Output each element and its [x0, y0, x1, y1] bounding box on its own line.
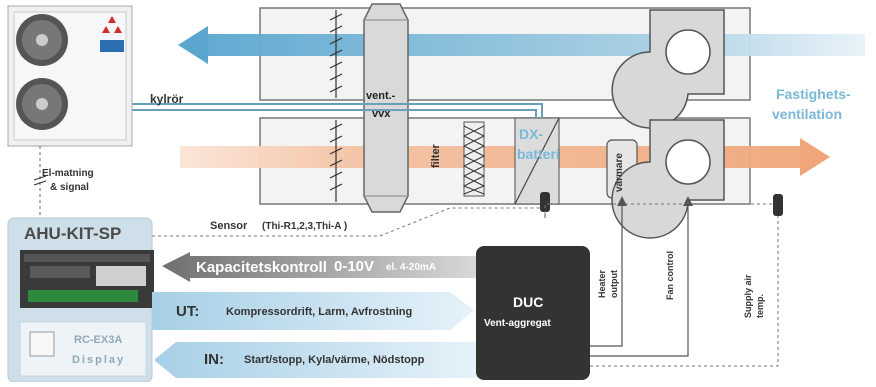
supply-fan: [611, 119, 725, 239]
heater-label: värmare: [614, 153, 625, 192]
sensor-line: [152, 207, 540, 237]
outdoor-unit: [7, 5, 133, 147]
display-model: RC-EX3A: [74, 334, 123, 346]
in-prefix: IN:: [204, 351, 224, 368]
supply-temp-sensor-icon: [773, 194, 783, 216]
sensor-label: Sensor: [210, 220, 248, 232]
duc-subtitle: Vent-aggregat: [484, 318, 551, 329]
dx-coil: [514, 117, 560, 205]
display-label: Display: [72, 354, 126, 366]
out-text: Kompressordrift, Larm, Avfrostning: [226, 306, 413, 318]
sensor-detail: (Thi-R1,2,3,Thi-A ): [262, 221, 348, 232]
kit-title: AHU-KIT-SP: [24, 224, 122, 243]
filter-label: filter: [430, 144, 442, 168]
duc-output-lines: [590, 200, 689, 357]
sensor-probe-icon: [540, 192, 550, 212]
heater-output-label: Heater output: [597, 269, 619, 298]
dx-label-line2: batteri: [517, 146, 560, 162]
display-screen-icon: [29, 331, 55, 357]
pipe-label: kylrör: [150, 92, 184, 106]
building-vent-line2: ventilation: [772, 106, 843, 122]
supply-temp-label: Supply air temp.: [743, 274, 765, 318]
out-signal-arrow: [152, 292, 474, 330]
exhaust-fan: [611, 9, 725, 129]
capacity-alt: el. 4-20mA: [386, 262, 437, 273]
power-label-line1: El-matning: [42, 168, 94, 179]
kit-controller-board: [20, 250, 154, 308]
in-text: Start/stopp, Kyla/värme, Nödstopp: [244, 354, 425, 366]
power-label-line2: & signal: [50, 182, 89, 193]
out-prefix: UT:: [176, 303, 200, 320]
dx-label-line1: DX-: [519, 126, 544, 142]
capacity-control-arrow: [162, 252, 476, 282]
in-signal-arrow: [154, 342, 478, 378]
heat-exchanger: [363, 3, 409, 213]
duc-title: DUC: [513, 294, 544, 310]
vvx-label-line1: vent.-: [366, 90, 396, 102]
fan-control-label: Fan control: [665, 251, 675, 300]
filter-element: [462, 121, 486, 197]
damper-top: [329, 10, 343, 98]
duc-controller: [476, 246, 590, 380]
refrigerant-pipe: [128, 103, 543, 118]
capacity-value: 0-10V: [334, 258, 375, 275]
building-vent-line1: Fastighets-: [776, 86, 851, 102]
damper-bottom: [329, 120, 343, 202]
capacity-label: Kapacitetskontroll: [196, 259, 327, 276]
vvx-label-line2: vvx: [372, 108, 391, 120]
